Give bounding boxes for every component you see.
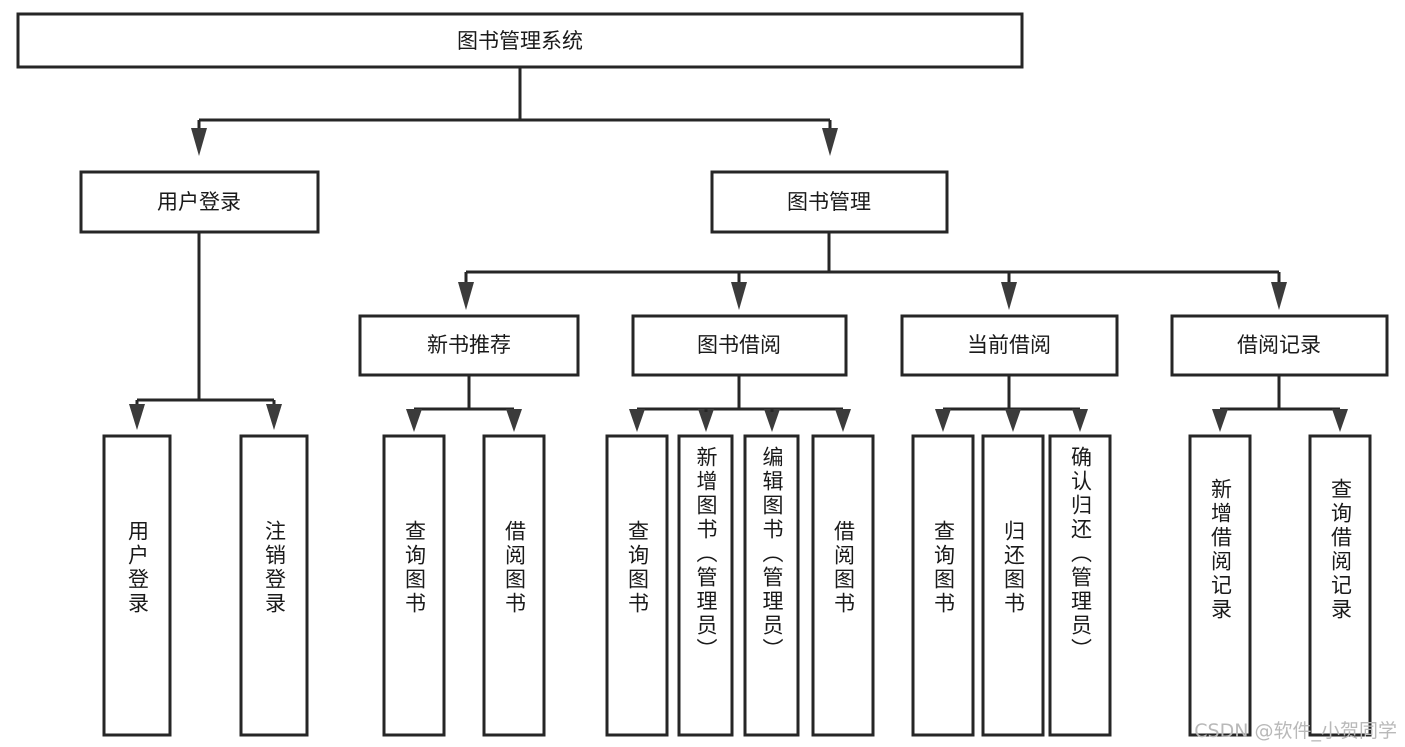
arrow-borrow-leaf-4 — [835, 409, 851, 432]
arrow-root-to-user-login — [191, 128, 207, 156]
arrow-root-to-book-mgmt — [822, 128, 838, 156]
arrow-borrow-leaf-1 — [629, 409, 645, 432]
leaf-box-query-book-current[interactable] — [911, 434, 975, 737]
leaf-box-return-book[interactable] — [981, 434, 1045, 737]
arrow-borrow-leaf-2 — [698, 409, 714, 432]
node-book-mgmt-label: 图书管理 — [787, 190, 871, 214]
node-current-borrow-label: 当前借阅 — [967, 333, 1051, 357]
arrow-borrow-records-leaf-1 — [1212, 409, 1228, 432]
leaf-box-query-book-borrow[interactable] — [605, 434, 669, 737]
node-book-mgmt-box[interactable] — [710, 170, 949, 234]
arrow-borrow-leaf-3 — [764, 409, 780, 432]
node-root-box[interactable] — [16, 12, 1024, 69]
node-user-login-label: 用户登录 — [157, 190, 241, 214]
leaf-box-logout[interactable] — [239, 434, 309, 737]
arrow-book-mgmt-to-new-books — [458, 282, 474, 310]
arrow-user-login-leaf-2 — [266, 404, 282, 430]
leaf-box-add-borrow-record[interactable] — [1188, 434, 1252, 737]
arrow-user-login-leaf-1 — [129, 404, 145, 430]
arrow-book-mgmt-to-records — [1271, 282, 1287, 310]
leaf-box-edit-book-admin[interactable] — [743, 434, 800, 737]
leaf-box-query-book-new[interactable] — [382, 434, 446, 737]
node-borrow-label: 图书借阅 — [697, 333, 781, 357]
arrow-borrow-records-leaf-2 — [1332, 409, 1348, 432]
arrow-current-borrow-leaf-1 — [935, 409, 951, 432]
node-borrow-box[interactable] — [631, 314, 848, 377]
arrow-new-books-leaf-2 — [506, 409, 522, 432]
arrow-new-books-leaf-1 — [406, 409, 422, 432]
leaf-box-confirm-return-admin[interactable] — [1048, 434, 1112, 737]
node-current-borrow-box[interactable] — [900, 314, 1119, 377]
leaf-box-user-login[interactable] — [102, 434, 172, 737]
csdn-watermark: CSDN @软件_小贺同学 — [1194, 720, 1397, 742]
arrow-current-borrow-leaf-2 — [1005, 409, 1021, 432]
leaf-box-borrow-book[interactable] — [811, 434, 875, 737]
node-new-books-box[interactable] — [358, 314, 580, 377]
leaf-box-add-book-admin[interactable] — [677, 434, 734, 737]
leaf-box-query-borrow-record[interactable] — [1308, 434, 1372, 737]
node-borrow-records-label: 借阅记录 — [1237, 333, 1321, 357]
arrow-book-mgmt-to-current — [1001, 282, 1017, 310]
leaf-box-borrow-book-new[interactable] — [482, 434, 546, 737]
arrow-current-borrow-leaf-3 — [1072, 409, 1088, 432]
node-borrow-records-box[interactable] — [1170, 314, 1389, 377]
node-new-books-label: 新书推荐 — [427, 333, 511, 357]
arrow-book-mgmt-to-borrow — [731, 282, 747, 310]
node-root-label: 图书管理系统 — [457, 29, 583, 53]
